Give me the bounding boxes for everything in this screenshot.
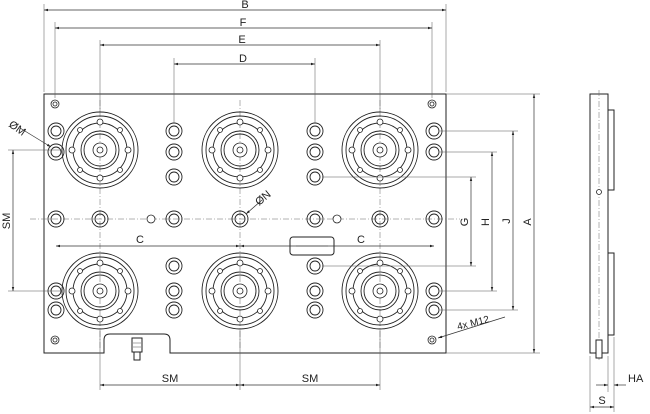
- chuck-top-left: [61, 111, 139, 189]
- label-D: D: [239, 53, 247, 65]
- air-fitting: [131, 337, 143, 361]
- label-F: F: [240, 17, 247, 29]
- chuck-bottom-center: [201, 252, 279, 330]
- label-SM-bottom-left: SM: [162, 373, 179, 385]
- locating-bosses: [47, 122, 443, 319]
- label-G: G: [459, 218, 471, 227]
- label-S: S: [598, 395, 605, 407]
- label-B: B: [241, 0, 248, 11]
- label-dia-M: ØM: [6, 119, 27, 139]
- label-SM-vertical: SM: [1, 213, 13, 230]
- chuck-top-right: [341, 111, 419, 189]
- dimension-D: D: [173, 53, 316, 123]
- label-E: E: [238, 34, 245, 46]
- dimension-B: B: [43, 0, 447, 92]
- dimension-SM-bottom: SM SM: [99, 330, 381, 390]
- dimension-E: E: [99, 34, 381, 112]
- dimension-J: J: [440, 130, 518, 311]
- dimension-H: H: [440, 151, 497, 292]
- dimension-F: F: [54, 17, 433, 98]
- chuck-bottom-right: [341, 252, 419, 330]
- label-A: A: [522, 218, 534, 226]
- leader-thread: 4x M12: [437, 314, 506, 339]
- label-HA: HA: [628, 373, 644, 385]
- label-thread: 4x M12: [456, 314, 491, 333]
- chuck-top-center: [201, 111, 279, 189]
- dimension-C-left: C: [56, 234, 240, 248]
- dimension-A: A: [446, 93, 540, 354]
- chuck-bottom-left: [61, 252, 139, 330]
- label-C-right: C: [357, 234, 365, 246]
- dimension-C-right: C: [240, 234, 434, 248]
- label-C-left: C: [136, 234, 144, 246]
- dimension-HA: HA: [596, 337, 644, 392]
- label-H: H: [480, 218, 492, 226]
- label-J: J: [501, 218, 513, 224]
- base-plate: [43, 93, 447, 354]
- side-view: [589, 90, 615, 360]
- dimension-S: S: [589, 356, 615, 412]
- dimension-SM-vertical: SM: [1, 149, 62, 292]
- corner-holes: [50, 99, 437, 345]
- dimension-G: G: [322, 176, 476, 267]
- label-SM-bottom-right: SM: [302, 373, 319, 385]
